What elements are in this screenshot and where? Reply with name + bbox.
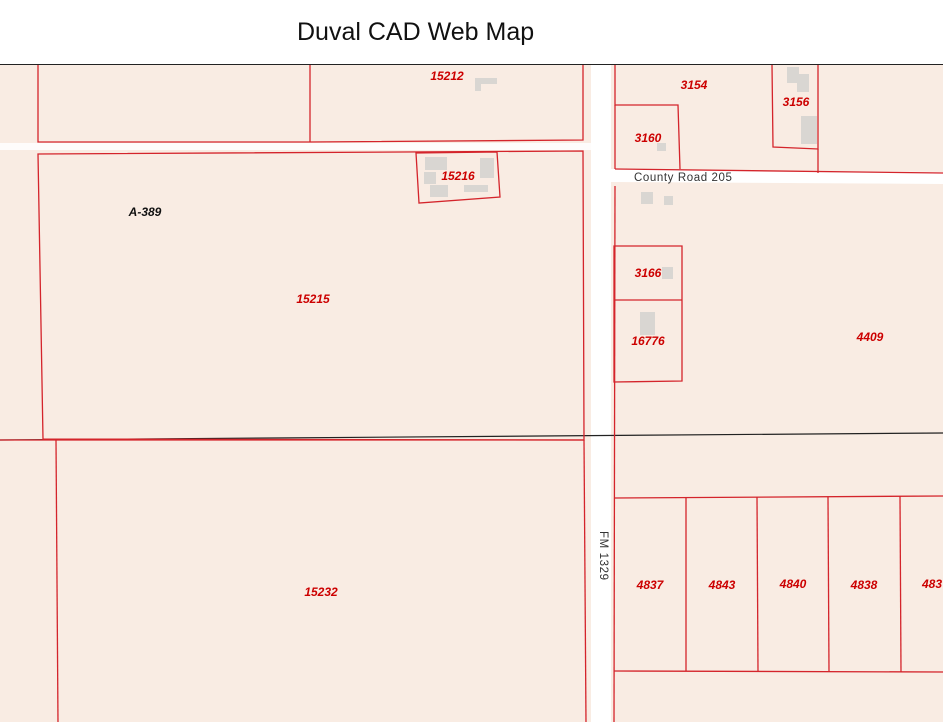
parcel-label-15216[interactable]: 15216: [441, 169, 475, 183]
parcel-boundary: [613, 245, 683, 383]
building: [787, 67, 799, 83]
parcel-label-15232[interactable]: 15232: [304, 585, 338, 599]
fm-1329-road[interactable]: [591, 65, 611, 722]
building: [664, 196, 673, 205]
parcel-label-3156[interactable]: 3156: [783, 95, 810, 109]
parcel-label-483x[interactable]: 483: [921, 577, 942, 591]
parcel-boundary: [827, 496, 830, 673]
county-road-205-label: County Road 205: [634, 172, 733, 184]
map-view[interactable]: County Road 205 FM 1329 A-389 15212 3154…: [0, 64, 943, 722]
parcel-boundary: [415, 151, 501, 204]
parcel-boundary: [756, 496, 759, 672]
building: [464, 185, 488, 192]
building: [801, 116, 817, 144]
parcel-label-3160[interactable]: 3160: [635, 131, 662, 145]
building: [662, 267, 673, 279]
map-canvas[interactable]: County Road 205 FM 1329 A-389 15212 3154…: [0, 65, 943, 722]
parcel-boundary: [614, 65, 681, 170]
abstract-label: A-389: [128, 205, 162, 219]
parcel-label-16776[interactable]: 16776: [631, 334, 665, 348]
parcel-boundary: [583, 439, 587, 722]
parcel-boundary: [613, 495, 943, 499]
building: [657, 143, 666, 151]
building: [641, 192, 653, 204]
building: [475, 78, 481, 91]
parcel-label-4840[interactable]: 4840: [779, 577, 807, 591]
land-background: [0, 65, 943, 722]
parcel-boundaries: [0, 65, 943, 722]
parcel-label-3154[interactable]: 3154: [681, 78, 708, 92]
building: [797, 74, 809, 92]
fm-1329-label: FM 1329: [597, 531, 609, 581]
parcel-boundary: [613, 185, 616, 722]
building: [480, 158, 494, 178]
parcel-boundary: [771, 65, 819, 150]
building: [475, 78, 497, 84]
parcel-boundary: [613, 670, 943, 673]
parcel-boundary: [899, 495, 902, 673]
parcel-label-15215[interactable]: 15215: [296, 292, 330, 306]
building: [424, 172, 436, 184]
building: [425, 157, 447, 170]
parcel-boundary: [614, 168, 943, 174]
parcel-label-4838[interactable]: 4838: [850, 578, 878, 592]
map-title: Duval CAD Web Map: [297, 18, 535, 46]
building: [640, 312, 655, 335]
map-header: Duval CAD Web Map: [0, 0, 943, 64]
parcel-label-4837[interactable]: 4837: [636, 578, 665, 592]
parcel-label-4409[interactable]: 4409: [856, 330, 884, 344]
parcel-boundary: [55, 439, 59, 722]
west-minor-road: [0, 143, 591, 150]
parcel-label-3166[interactable]: 3166: [635, 266, 662, 280]
buildings: [424, 67, 817, 335]
building: [430, 185, 448, 197]
parcel-label-15212[interactable]: 15212: [430, 69, 464, 83]
county-road-205-road[interactable]: [611, 169, 943, 184]
parcel-label-4843[interactable]: 4843: [708, 578, 736, 592]
